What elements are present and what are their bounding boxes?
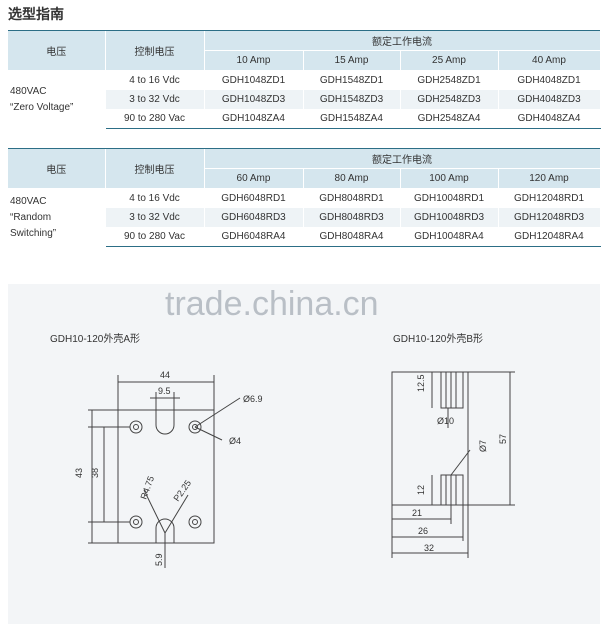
model-cell: GDH1048ZD3 xyxy=(204,90,304,109)
control-voltage-cell: 4 to 16 Vdc xyxy=(105,70,205,90)
voltage-line: “Random xyxy=(10,211,52,223)
voltage-cell: 480VAC “Zero Voltage” xyxy=(8,70,106,129)
voltage-line: 480VAC xyxy=(10,85,47,97)
header-amp: 10 Amp xyxy=(204,50,304,71)
model-cell: GDH2548ZA4 xyxy=(400,109,499,129)
model-cell: GDH1548ZD3 xyxy=(303,90,401,109)
table-top-rule xyxy=(8,148,600,149)
page-title: 选型指南 xyxy=(8,6,64,22)
header-voltage: 电压 xyxy=(8,31,106,71)
model-cell: GDH10048RD1 xyxy=(400,188,499,208)
voltage-line: 480VAC xyxy=(10,195,47,207)
header-amp: 60 Amp xyxy=(204,168,304,189)
model-cell: GDH6048RD1 xyxy=(204,188,304,208)
header-rated-current: 额定工作电流 xyxy=(204,31,601,51)
table-top-rule xyxy=(8,30,600,31)
header-voltage: 电压 xyxy=(8,149,106,189)
control-voltage-cell: 3 to 32 Vdc xyxy=(105,90,205,109)
model-cell: GDH1548ZD1 xyxy=(303,70,401,90)
model-cell: GDH8048RD3 xyxy=(303,208,401,227)
model-cell: GDH4048ZD3 xyxy=(498,90,601,109)
model-cell: GDH12048RA4 xyxy=(498,227,601,247)
header-amp: 100 Amp xyxy=(400,168,499,189)
model-cell: GDH1048ZD1 xyxy=(204,70,304,90)
header-amp: 120 Amp xyxy=(498,168,601,189)
control-voltage-cell: 90 to 280 Vac xyxy=(105,227,205,247)
model-cell: GDH6048RA4 xyxy=(204,227,304,247)
drawing-b-caption: GDH10-120外壳B形 xyxy=(393,334,484,345)
model-cell: GDH4048ZA4 xyxy=(498,109,601,129)
model-cell: GDH2548ZD3 xyxy=(400,90,499,109)
selection-table-zero-voltage: 电压 控制电压 额定工作电流 10 Amp 15 Amp 25 Amp 40 A… xyxy=(8,31,601,129)
header-amp: 15 Amp xyxy=(303,50,401,71)
model-cell: GDH6048RD3 xyxy=(204,208,304,227)
model-cell: GDH2548ZD1 xyxy=(400,70,499,90)
control-voltage-cell: 90 to 280 Vac xyxy=(105,109,205,129)
control-voltage-cell: 3 to 32 Vdc xyxy=(105,208,205,227)
model-cell: GDH10048RD3 xyxy=(400,208,499,227)
watermark: trade.china.cn xyxy=(165,285,379,323)
header-control-voltage: 控制电压 xyxy=(105,31,205,71)
control-voltage-cell: 4 to 16 Vdc xyxy=(105,188,205,208)
drawings-panel xyxy=(8,284,600,624)
model-cell: GDH1048ZA4 xyxy=(204,109,304,129)
model-cell: GDH1548ZA4 xyxy=(303,109,401,129)
voltage-line: “Zero Voltage” xyxy=(10,101,74,113)
model-cell: GDH4048ZD1 xyxy=(498,70,601,90)
model-cell: GDH8048RA4 xyxy=(303,227,401,247)
voltage-line: Switching” xyxy=(10,227,57,239)
model-cell: GDH12048RD1 xyxy=(498,188,601,208)
selection-table-random-switching: 电压 控制电压 额定工作电流 60 Amp 80 Amp 100 Amp 120… xyxy=(8,149,601,247)
header-amp: 25 Amp xyxy=(400,50,499,71)
model-cell: GDH12048RD3 xyxy=(498,208,601,227)
drawing-a-caption: GDH10-120外壳A形 xyxy=(50,334,141,345)
header-amp: 80 Amp xyxy=(303,168,401,189)
header-control-voltage: 控制电压 xyxy=(105,149,205,189)
model-cell: GDH8048RD1 xyxy=(303,188,401,208)
model-cell: GDH10048RA4 xyxy=(400,227,499,247)
header-rated-current: 额定工作电流 xyxy=(204,149,601,169)
header-amp: 40 Amp xyxy=(498,50,601,71)
